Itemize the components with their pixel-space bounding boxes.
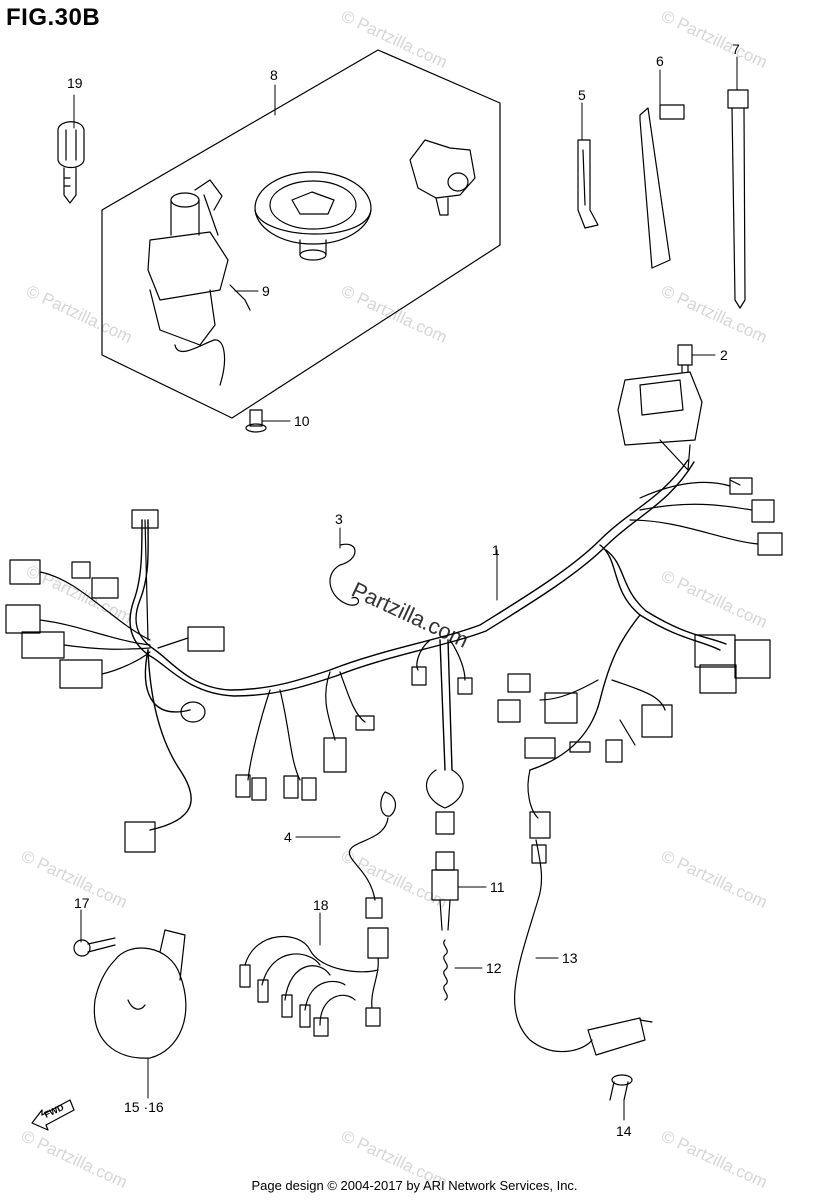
callout-5: 5 [578, 87, 586, 103]
sub-harness-13 [514, 839, 653, 1056]
lock-set-box [101, 49, 501, 419]
callout-12: 12 [486, 960, 502, 976]
watermark-text: © Partzilla.com [338, 846, 450, 912]
horn [93, 929, 187, 1059]
callout-7: 7 [732, 41, 740, 57]
spring-12 [443, 939, 448, 1001]
main-harness [129, 459, 727, 831]
callout-13: 13 [562, 950, 578, 966]
ignition-switch [147, 179, 251, 386]
callout-18: 18 [313, 897, 329, 913]
screw-14 [609, 1074, 633, 1101]
key [57, 121, 85, 204]
watermark-text: © Partzilla.com [658, 846, 770, 912]
seat-lock [409, 139, 476, 216]
harness-connectors-left [5, 509, 225, 853]
watermark-text: © Partzilla.com [658, 281, 770, 347]
callout-19: 19 [67, 75, 83, 91]
fuel-cap [254, 171, 372, 261]
watermark-layer: © Partzilla.com © Partzilla.com © Partzi… [18, 6, 770, 1192]
callout-8: 8 [270, 67, 278, 83]
callout-4: 4 [284, 829, 292, 845]
figure-title: FIG.30B [6, 4, 101, 31]
watermark-text: © Partzilla.com [338, 6, 450, 72]
fuse-2 [677, 344, 693, 373]
callout-2: 2 [720, 347, 728, 363]
leader-lines [73, 56, 738, 1121]
callout-3: 3 [335, 511, 343, 527]
clamp-6 [639, 104, 685, 269]
watermark-text: © Partzilla.com [23, 281, 135, 347]
callout-14: 14 [616, 1123, 632, 1139]
watermark-text: © Partzilla.com [658, 6, 770, 72]
sub-harness-4 [348, 791, 396, 919]
harness-connectors-right [497, 477, 783, 839]
screw-10 [245, 409, 267, 433]
clamp-5 [577, 139, 599, 229]
callout-6: 6 [656, 53, 664, 69]
cable-tie-7 [727, 89, 749, 309]
callout-11: 11 [490, 879, 505, 895]
harness-connectors-middle [235, 639, 473, 835]
switch-11 [431, 851, 459, 931]
callout-17: 17 [74, 895, 90, 911]
fuse-box [617, 371, 703, 471]
page-footer: Page design © 2004-2017 by ARI Network S… [251, 1178, 578, 1193]
watermark-text: © Partzilla.com [658, 566, 770, 632]
callout-15-16: 15 ·16 [124, 1099, 164, 1115]
watermark-text: © Partzilla.com [338, 281, 450, 347]
callout-1: 1 [492, 542, 500, 558]
fwd-arrow: FWD [31, 1099, 75, 1131]
bolt-17 [73, 937, 116, 957]
callout-10: 10 [294, 413, 310, 429]
callout-labels: 19 8 9 10 5 6 7 2 3 1 4 11 12 13 14 17 1… [67, 41, 740, 1139]
clip-3 [329, 543, 360, 606]
callout-9: 9 [262, 283, 270, 299]
sub-harness-18 [239, 927, 389, 1037]
